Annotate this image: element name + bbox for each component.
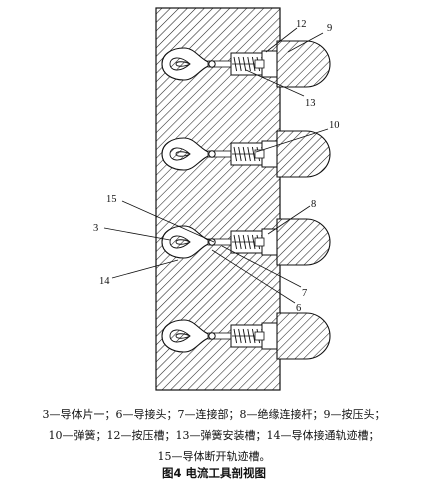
callout-10: 10 xyxy=(329,120,340,131)
callout-12: 12 xyxy=(296,19,307,30)
figure-caption: 图4 电流工具剖视图 xyxy=(161,466,266,480)
track-notch xyxy=(169,235,191,249)
leader-14 xyxy=(111,259,179,279)
legend-line-2: 10—弹簧；12—按压槽；13—弹簧安装槽；14—导体接通轨迹槽； xyxy=(48,429,380,442)
callout-7: 7 xyxy=(302,288,307,299)
press-head xyxy=(276,312,331,360)
contact-pin xyxy=(208,150,216,158)
cross-section-diagram: 12 9 13 10 15 8 3 14 7 6 xyxy=(93,7,340,391)
callout-6: 6 xyxy=(296,303,301,314)
callout-14: 14 xyxy=(99,276,110,287)
callout-15: 15 xyxy=(106,194,117,205)
track-notch xyxy=(169,329,191,343)
leader-13 xyxy=(245,69,305,97)
leader-3 xyxy=(103,227,171,241)
press-head xyxy=(276,40,331,88)
plunger-rod xyxy=(254,59,265,69)
leader-8 xyxy=(267,205,311,235)
contact-pin xyxy=(208,332,216,340)
contact-pin xyxy=(208,60,216,68)
part-legend: 3—导体片一；6—导接头；7—连接部；8—绝缘连接杆；9—按压头； 10—弹簧；… xyxy=(0,404,428,467)
leader-12 xyxy=(265,27,298,53)
press-head xyxy=(276,130,331,178)
plunger-rod xyxy=(254,237,265,247)
callout-3: 3 xyxy=(93,223,98,234)
switch-unit xyxy=(161,218,331,266)
callout-9: 9 xyxy=(327,23,332,34)
callout-13: 13 xyxy=(305,98,316,109)
legend-line-1: 3—导体片一；6—导接头；7—连接部；8—绝缘连接杆；9—按压头； xyxy=(42,408,386,421)
leader-9 xyxy=(287,32,324,53)
switch-unit xyxy=(161,312,331,360)
plunger-rod xyxy=(254,331,265,341)
track-notch xyxy=(169,57,191,71)
switch-unit xyxy=(161,40,331,88)
leader-6 xyxy=(211,249,296,304)
callout-8: 8 xyxy=(311,199,316,210)
leader-7 xyxy=(221,245,302,288)
press-head xyxy=(276,218,331,266)
leader-15 xyxy=(121,200,215,243)
leader-10 xyxy=(255,128,329,153)
plunger-rod xyxy=(254,149,265,159)
switch-unit xyxy=(161,130,331,178)
track-notch xyxy=(169,147,191,161)
legend-line-3: 15—导体断开轨迹槽。 xyxy=(157,450,271,463)
